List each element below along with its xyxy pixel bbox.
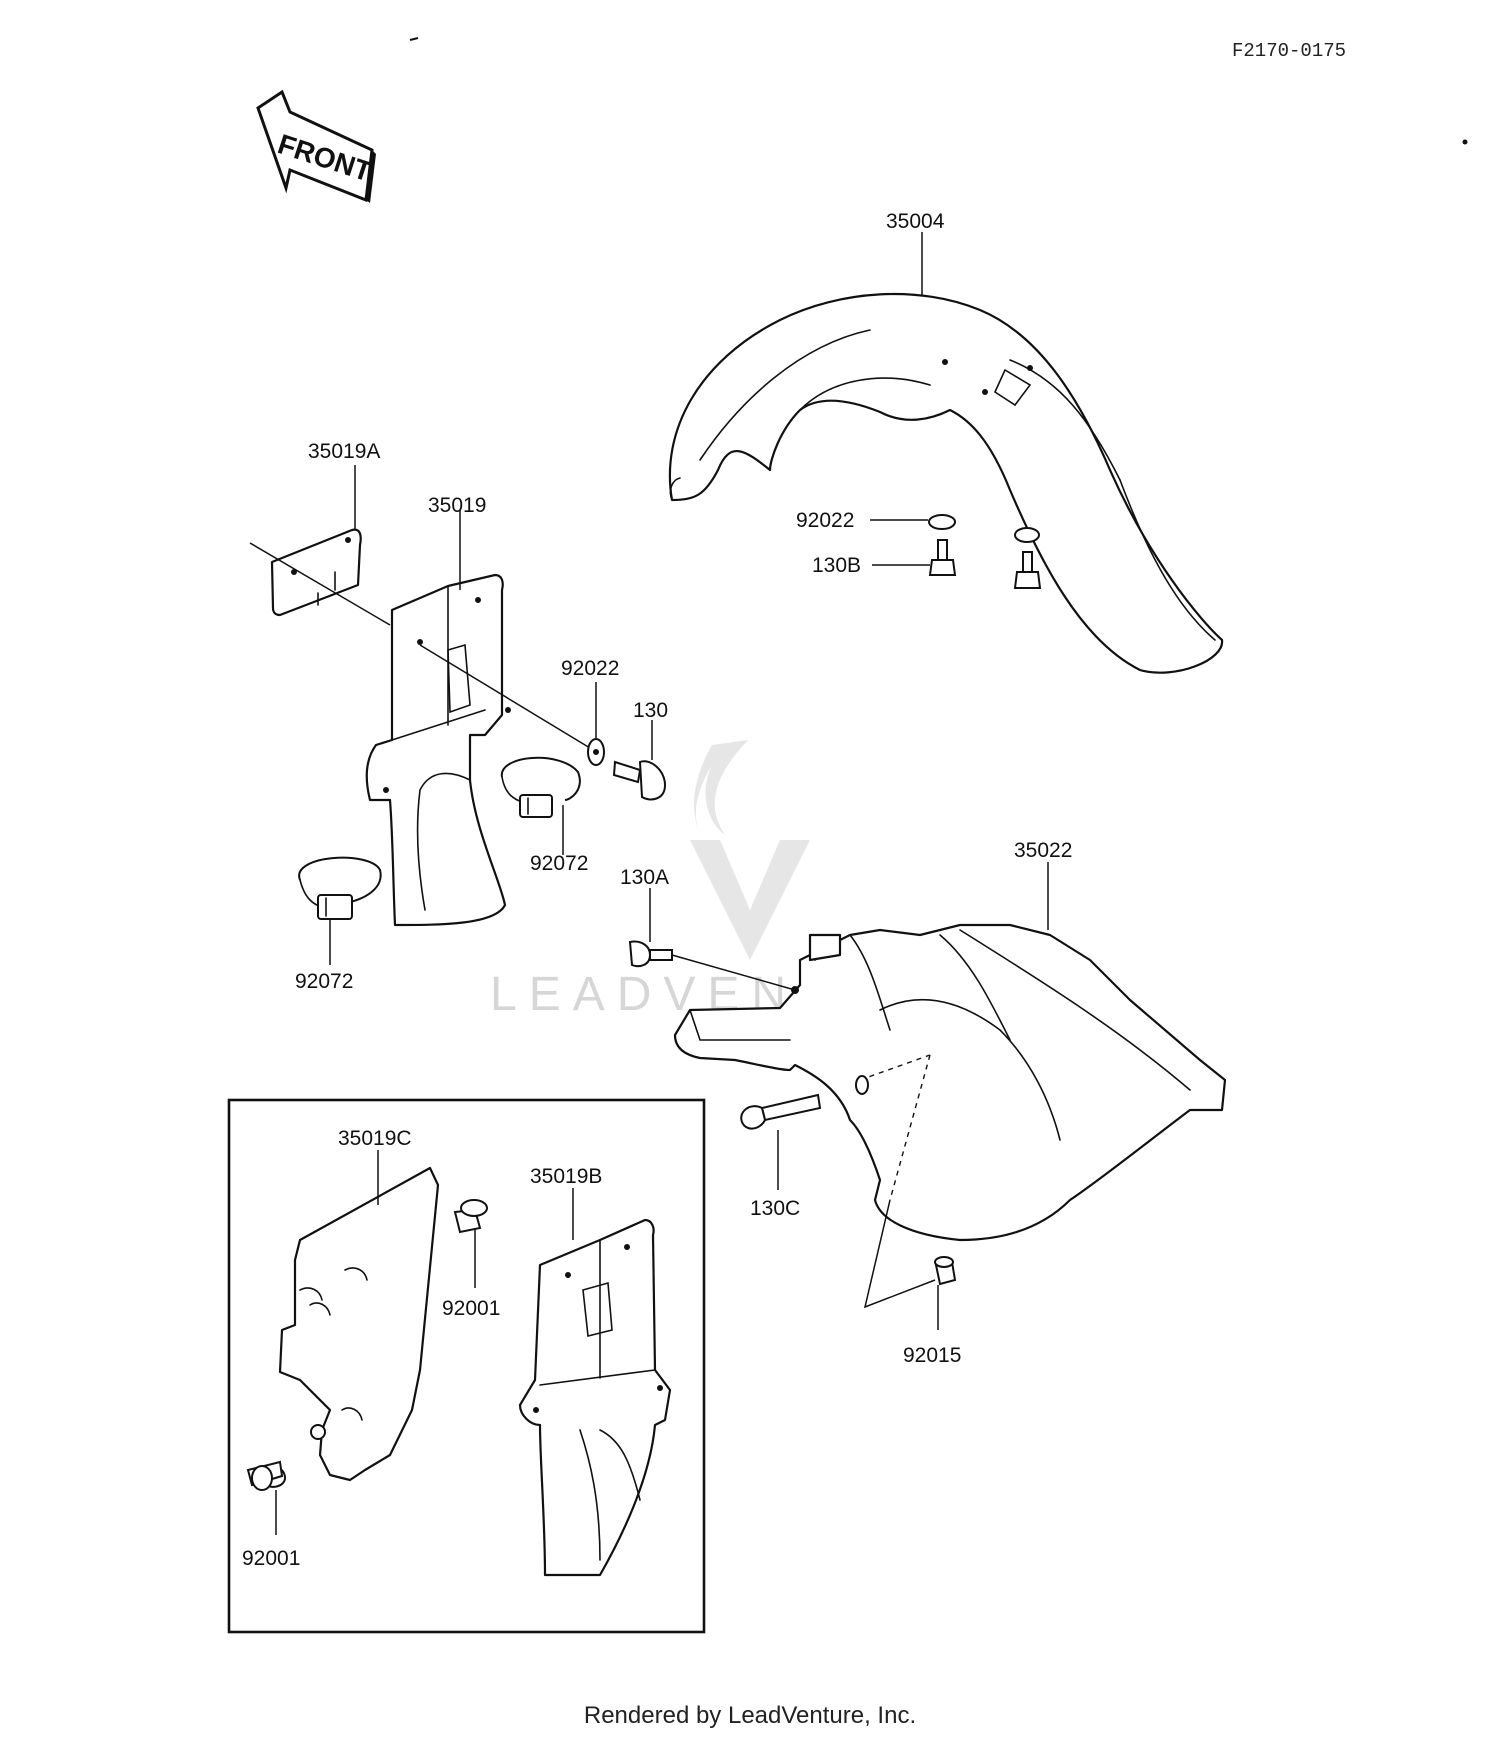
callout-92001-upper: 92001 — [442, 1297, 500, 1320]
rear-nut-92015 — [934, 1256, 957, 1286]
callout-92001-lower: 92001 — [242, 1547, 300, 1570]
drawing-number: F2170-0175 — [1232, 40, 1346, 62]
leader-guard-cover-axis — [249, 542, 391, 626]
band-clamp-92072-left — [298, 856, 382, 920]
kit-guard-35019B — [518, 1218, 672, 1577]
kit-guard-35019C — [278, 1166, 440, 1482]
rear-fender-35022 — [673, 923, 1227, 1242]
callout-35004: 35004 — [886, 210, 945, 233]
callout-92022-front: 92022 — [796, 509, 854, 532]
footer-credit: Rendered by LeadVenture, Inc. — [583, 1702, 917, 1729]
front-fender-bolt-130B — [928, 539, 1042, 589]
guard-35019 — [365, 573, 511, 927]
optional-kit-frame — [227, 1098, 706, 1634]
dash-rear-fender-2 — [859, 1054, 931, 1081]
callout-35019: 35019 — [428, 494, 486, 517]
kit-bolt-92001-upper — [453, 1199, 488, 1234]
scan-speck — [1462, 139, 1468, 145]
guard-bolt-130 — [612, 760, 667, 801]
scan-mark — [409, 37, 419, 41]
callout-92015: 92015 — [903, 1344, 961, 1367]
front-fender-washer-92022 — [928, 514, 1040, 543]
leader-rear-bolt-a-axis — [671, 954, 796, 991]
band-clamp-92072-right — [500, 756, 581, 818]
callout-130C: 130C — [750, 1197, 800, 1220]
front-arrow-icon: FRONT — [256, 89, 376, 203]
rear-bolt-130A — [628, 940, 673, 968]
leader-rear-nut-axis — [863, 1199, 936, 1309]
callout-35022: 35022 — [1014, 839, 1072, 862]
callout-92072-left: 92072 — [295, 970, 353, 993]
kit-bolt-92001-lower — [246, 1460, 287, 1491]
front-fender-35004 — [668, 292, 1224, 674]
callout-35019A: 35019A — [308, 440, 380, 463]
callout-35019B: 35019B — [530, 1165, 602, 1188]
callout-130A: 130A — [620, 866, 669, 889]
callout-92072-right: 92072 — [530, 852, 588, 875]
callout-130: 130 — [633, 699, 668, 722]
callout-130B: 130B — [812, 554, 861, 577]
callout-35019C: 35019C — [338, 1127, 412, 1150]
callout-92022-guard: 92022 — [561, 657, 619, 680]
guard-cover-35019A — [270, 528, 362, 617]
leader-guard-axis — [419, 644, 591, 749]
guard-washer-92022 — [587, 738, 605, 766]
rear-bolt-130C — [740, 1075, 869, 1130]
